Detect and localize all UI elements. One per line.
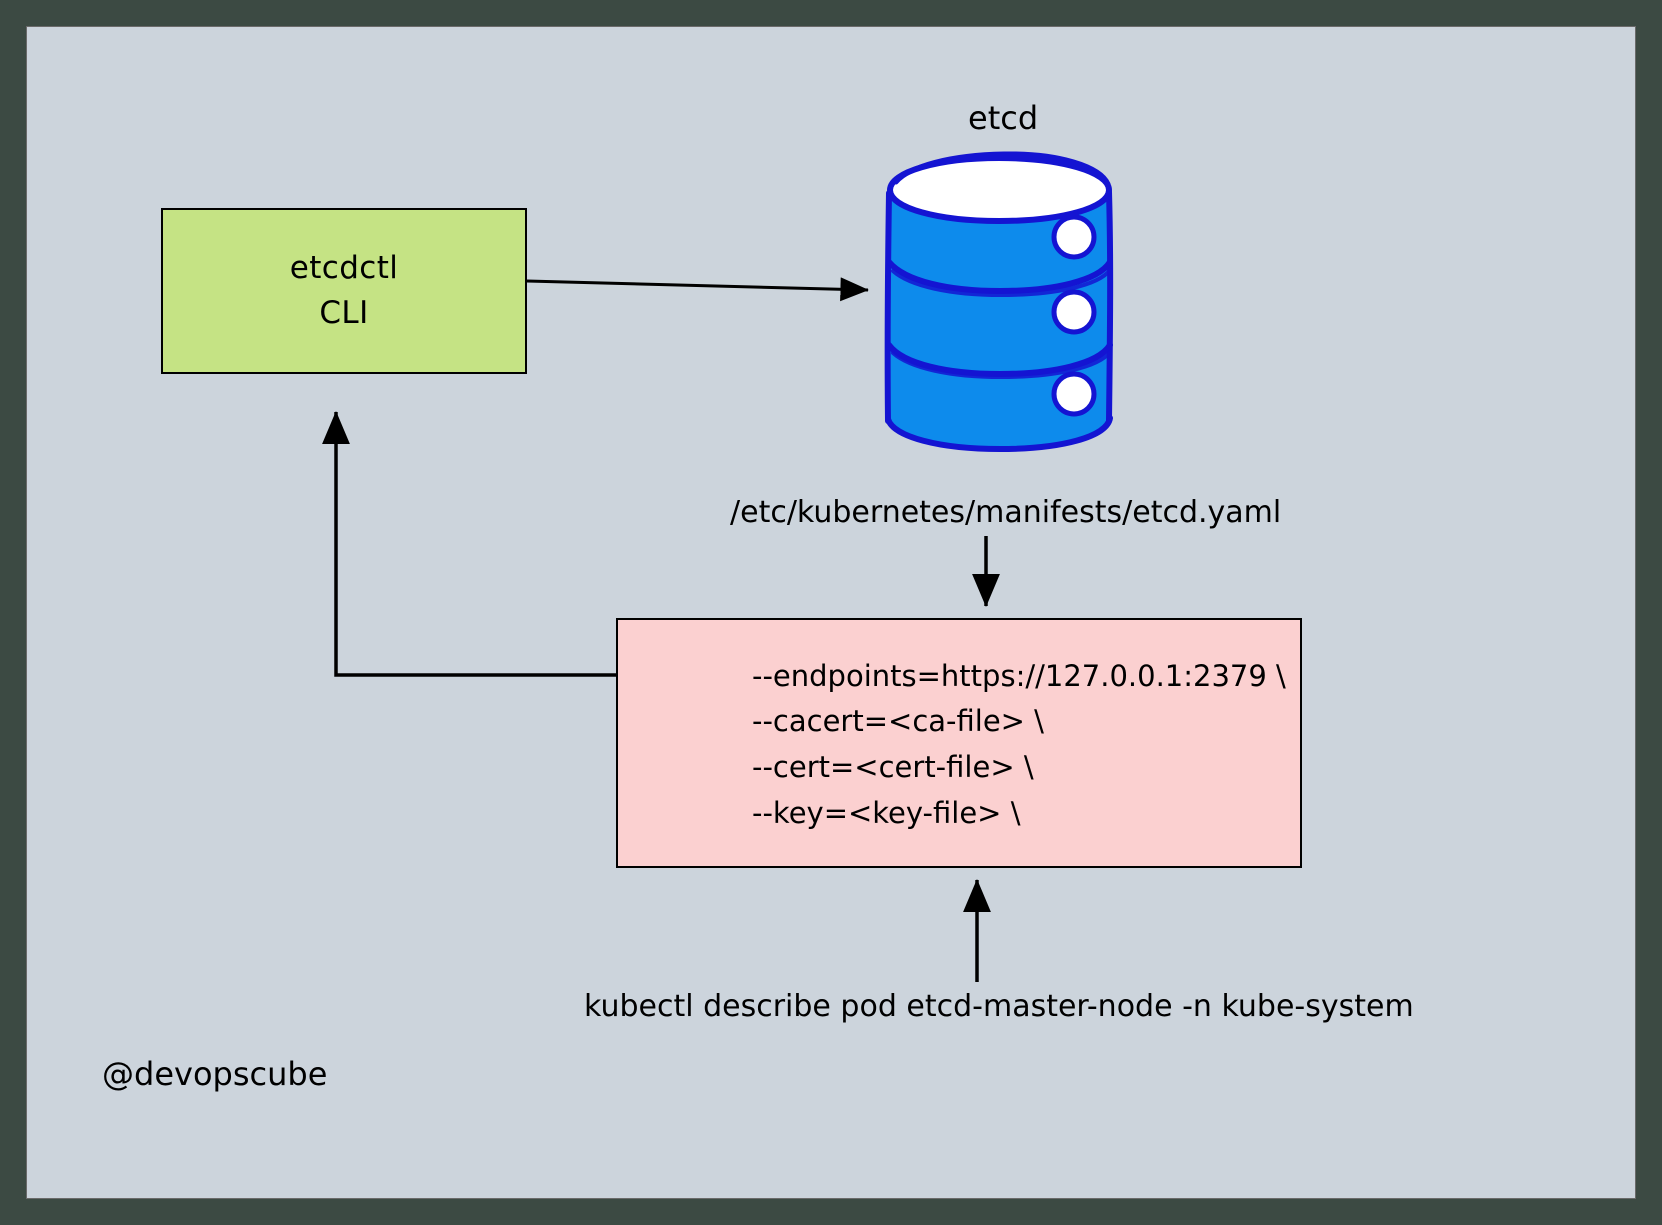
watermark-label: @devopscube — [102, 1055, 328, 1093]
kubectl-command-label: kubectl describe pod etcd-master-node -n… — [584, 989, 1414, 1024]
etcd-cylinder-body — [884, 151, 1114, 453]
flag-line-key: --key=<key-file> \ — [752, 795, 1021, 830]
flag-line-cert: --cert=<cert-file> \ — [752, 750, 1034, 784]
etcd-flags-node[interactable]: --endpoints=https://127.0.0.1:2379 \ --c… — [616, 618, 1302, 868]
flag-line-endpoints: --endpoints=https://127.0.0.1:2379 \ — [752, 658, 1286, 693]
etcdctl-cli-node[interactable]: etcdctl CLI — [161, 208, 527, 374]
edge-etcdctl-to-etcd — [526, 277, 869, 302]
edge-flags-to-etcdctl — [322, 410, 616, 677]
etcdctl-label-line1: etcdctl — [289, 250, 399, 287]
manifest-path-label: /etc/kubernetes/manifests/etcd.yaml — [730, 495, 1282, 530]
etcdctl-label-line2: CLI — [319, 295, 369, 331]
etcd-node-title: etcd — [968, 99, 1039, 137]
flag-line-cacert: --cacert=<ca-file> \ — [752, 704, 1044, 739]
